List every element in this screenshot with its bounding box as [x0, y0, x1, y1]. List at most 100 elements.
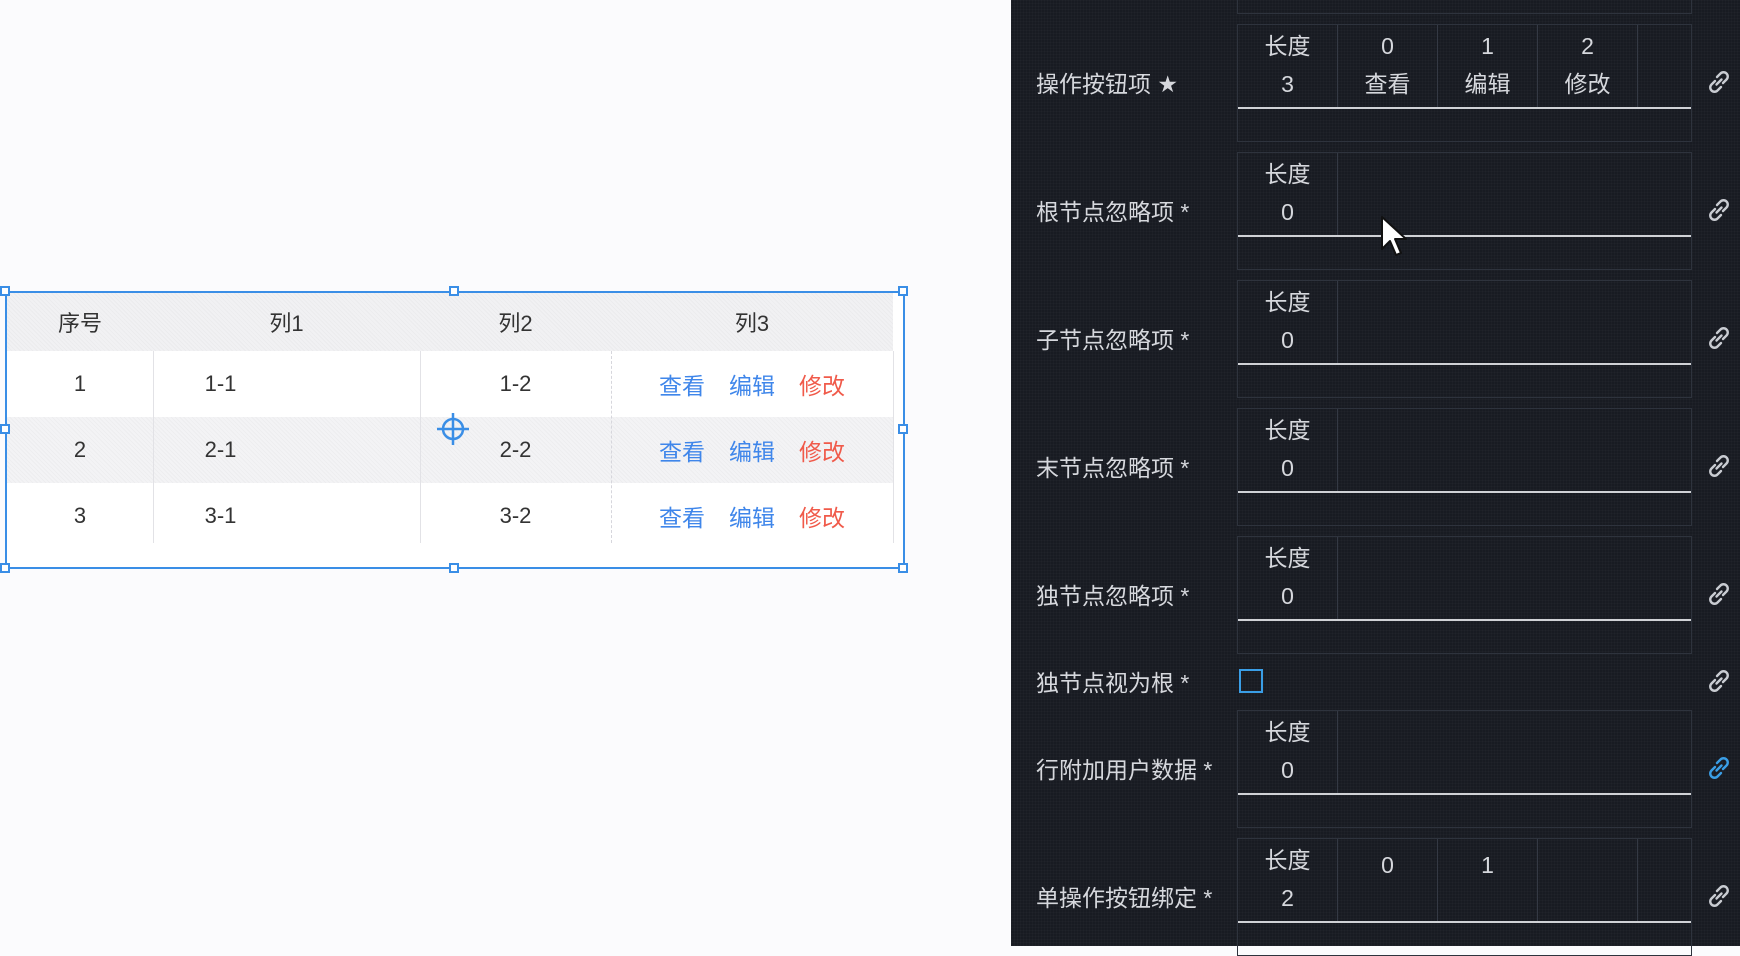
- array-divider-line: [1238, 793, 1691, 795]
- array-item-value[interactable]: 查看: [1364, 70, 1411, 97]
- mouse-cursor-icon: [1381, 216, 1407, 256]
- column-divider: [893, 351, 894, 543]
- cell-actions: 查看 编辑 修改: [611, 351, 893, 417]
- array-length-column[interactable]: 长度 0: [1238, 153, 1338, 235]
- header-col2: 列2: [498, 311, 533, 336]
- table-header-row: 序号 列1 列2 列3: [7, 293, 893, 351]
- link-icon[interactable]: [1704, 666, 1734, 696]
- view-button[interactable]: 查看: [659, 505, 705, 531]
- view-button[interactable]: 查看: [659, 373, 705, 399]
- array-length-label: 长度: [1264, 846, 1311, 873]
- array-divider-line: [1238, 921, 1691, 923]
- resize-handle-bottom[interactable]: [449, 563, 459, 573]
- link-icon[interactable]: [1704, 753, 1734, 783]
- cell-actions: 查看 编辑 修改: [611, 483, 893, 549]
- array-length-label: 长度: [1264, 544, 1311, 571]
- array-item-index: 0: [1381, 852, 1394, 879]
- data-table: 序号 列1 列2 列3 1 1-1 1-2 查看 编辑 修改 2 2-1 2-2: [7, 293, 894, 567]
- array-item-value[interactable]: 修改: [1564, 70, 1611, 97]
- array-divider-line: [1238, 491, 1691, 493]
- property-label: 末节点忽略项 *: [1036, 455, 1190, 481]
- cell-index: 2: [73, 437, 87, 462]
- array-divider-line: [1238, 363, 1691, 365]
- property-label: 根节点忽略项 *: [1036, 199, 1190, 225]
- header-col3: 列3: [734, 311, 770, 336]
- cell-col2: 1-2: [499, 371, 532, 396]
- table-row: 1 1-1 1-2 查看 编辑 修改: [7, 351, 893, 417]
- array-item-index: 2: [1581, 32, 1594, 59]
- cell-actions: 查看 编辑 修改: [611, 417, 893, 483]
- array-length-value: 0: [1281, 326, 1294, 353]
- link-icon[interactable]: [1704, 67, 1734, 97]
- link-icon[interactable]: [1704, 195, 1734, 225]
- modify-button[interactable]: 修改: [799, 439, 845, 465]
- resize-handle-left[interactable]: [0, 424, 10, 434]
- array-item-index: 0: [1381, 32, 1394, 59]
- resize-handle-right[interactable]: [898, 424, 908, 434]
- link-icon[interactable]: [1704, 323, 1734, 353]
- edit-button[interactable]: 编辑: [729, 505, 775, 531]
- array-length-value: 0: [1281, 756, 1294, 783]
- array-length-label: 长度: [1264, 718, 1311, 745]
- array-editor[interactable]: 长度 0: [1237, 280, 1692, 398]
- modify-button[interactable]: 修改: [799, 505, 845, 531]
- edit-button[interactable]: 编辑: [729, 373, 775, 399]
- move-crosshair-icon[interactable]: [437, 413, 469, 445]
- array-item-column[interactable]: 2 修改: [1538, 25, 1638, 107]
- array-editor-partial: [1237, 0, 1692, 14]
- property-label: 子节点忽略项 *: [1036, 327, 1190, 353]
- resize-handle-top[interactable]: [449, 286, 459, 296]
- selected-table-component[interactable]: 序号 列1 列2 列3 1 1-1 1-2 查看 编辑 修改 2 2-1 2-2: [5, 291, 905, 569]
- array-length-column[interactable]: 长度 0: [1238, 711, 1338, 793]
- column-divider: [153, 351, 154, 543]
- cell-col2: 3-2: [499, 503, 532, 528]
- property-label: 独节点视为根 *: [1036, 670, 1190, 696]
- resize-handle-bottom-left[interactable]: [0, 563, 10, 573]
- link-icon[interactable]: [1704, 451, 1734, 481]
- table-row: 3 3-1 3-2 查看 编辑 修改: [7, 483, 893, 549]
- property-label: 行附加用户数据 *: [1036, 757, 1213, 783]
- edit-button[interactable]: 编辑: [729, 439, 775, 465]
- header-col1: 列1: [269, 311, 304, 336]
- array-length-column[interactable]: 长度 0: [1238, 537, 1338, 619]
- link-icon[interactable]: [1704, 881, 1734, 911]
- array-length-value: 0: [1281, 198, 1294, 225]
- array-length-label: 长度: [1264, 288, 1311, 315]
- view-button[interactable]: 查看: [659, 439, 705, 465]
- header-index: 序号: [57, 311, 102, 336]
- property-label: 独节点忽略项 *: [1036, 583, 1190, 609]
- link-icon[interactable]: [1704, 579, 1734, 609]
- array-item-value[interactable]: 编辑: [1464, 70, 1511, 97]
- array-item-index: 1: [1481, 32, 1494, 59]
- column-divider: [611, 351, 613, 543]
- property-label: 单操作按钮绑定 *: [1036, 885, 1213, 911]
- resize-handle-bottom-right[interactable]: [898, 563, 908, 573]
- property-label: 操作按钮项 ★: [1036, 71, 1179, 97]
- array-length-label: 长度: [1264, 32, 1311, 59]
- array-editor[interactable]: 长度 0: [1237, 710, 1692, 828]
- property-checkbox[interactable]: [1239, 669, 1263, 693]
- array-length-value: 0: [1281, 582, 1294, 609]
- array-length-column[interactable]: 长度 0: [1238, 281, 1338, 363]
- array-item-column[interactable]: 0: [1338, 839, 1438, 921]
- array-length-label: 长度: [1264, 160, 1311, 187]
- resize-handle-top-right[interactable]: [898, 286, 908, 296]
- array-item-column[interactable]: 0 查看: [1338, 25, 1438, 107]
- array-item-column[interactable]: 1: [1438, 839, 1538, 921]
- array-editor[interactable]: 长度 0: [1237, 536, 1692, 654]
- cell-col1: 2-1: [204, 437, 237, 462]
- cell-index: 1: [73, 371, 87, 396]
- array-empty-column[interactable]: [1538, 839, 1638, 921]
- array-editor[interactable]: 长度 0: [1237, 152, 1692, 270]
- modify-button[interactable]: 修改: [799, 373, 845, 399]
- array-item-column[interactable]: 1 编辑: [1438, 25, 1538, 107]
- resize-handle-top-left[interactable]: [0, 286, 10, 296]
- cell-col1: 1-1: [204, 371, 237, 396]
- design-canvas[interactable]: 序号 列1 列2 列3 1 1-1 1-2 查看 编辑 修改 2 2-1 2-2: [0, 0, 1011, 946]
